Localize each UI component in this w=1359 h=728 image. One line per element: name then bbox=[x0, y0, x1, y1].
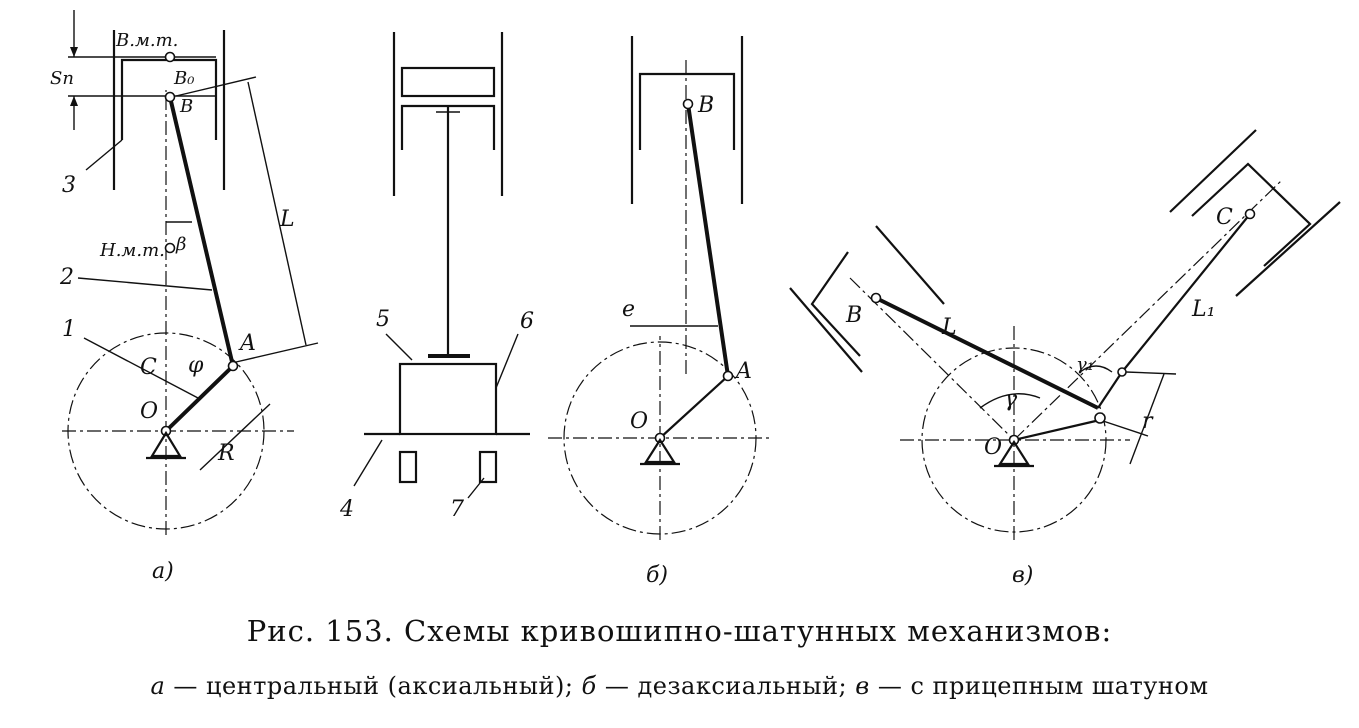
support-a bbox=[150, 430, 182, 458]
subfig-label-b: б) bbox=[646, 563, 668, 588]
support-c bbox=[997, 439, 1031, 466]
figure-caption-legend: а — центральный (аксиальный); б — дезакс… bbox=[0, 672, 1359, 700]
r-ext-2 bbox=[1099, 419, 1149, 437]
gamma-arc bbox=[979, 393, 1041, 409]
sp-arrowhead-top bbox=[70, 47, 78, 57]
label-r-small: r bbox=[1142, 409, 1154, 434]
label-4: 4 bbox=[339, 497, 354, 522]
pin-crank-c bbox=[1094, 412, 1106, 424]
diagram-a: В.м.т. Sп B₀ B 3 β Н.м.т. 2 L 1 A C φ O … bbox=[50, 10, 319, 584]
leader-7 bbox=[467, 477, 485, 499]
leader-4 bbox=[353, 439, 383, 487]
pin-a-a bbox=[227, 360, 239, 372]
figure-caption-title: Рис. 153. Схемы кривошипно-шатунных меха… bbox=[246, 614, 1113, 648]
piston-right-c bbox=[1191, 162, 1312, 267]
slider-4 bbox=[398, 450, 418, 484]
l-dim-line-a bbox=[247, 81, 307, 346]
l-ext-bottom-a bbox=[235, 342, 319, 363]
gamma1-arc bbox=[1079, 365, 1113, 373]
cylinder-left-wall-2 bbox=[875, 225, 945, 305]
label-beta: β bbox=[175, 234, 186, 255]
diagram-c: B L C L₁ γ₁ γ r O в) bbox=[789, 129, 1341, 588]
label-gamma: γ bbox=[1004, 387, 1018, 412]
legend-letter-a: а bbox=[150, 672, 166, 700]
connecting-rod-b bbox=[686, 103, 730, 377]
pin-a-b bbox=[722, 370, 734, 382]
sp-arrowhead-bottom bbox=[70, 96, 78, 106]
label-7: 7 bbox=[450, 497, 464, 522]
label-o-c: O bbox=[984, 435, 1002, 460]
pin-bdc bbox=[164, 242, 176, 254]
label-l-a: L bbox=[279, 207, 295, 232]
label-6: 6 bbox=[520, 309, 534, 334]
l-ext-top-a bbox=[175, 76, 257, 97]
crank-a bbox=[164, 364, 235, 433]
support-b bbox=[643, 437, 677, 464]
label-b0: B₀ bbox=[173, 68, 194, 89]
connecting-rod-a bbox=[168, 96, 235, 367]
cylinder-left-wall-1 bbox=[789, 287, 863, 373]
crosshead-x bbox=[398, 362, 498, 436]
pin-b-c bbox=[870, 292, 882, 304]
label-l-c: L bbox=[941, 315, 957, 340]
label-l1: L₁ bbox=[1191, 297, 1215, 322]
label-a-a: A bbox=[238, 331, 256, 356]
cylinder-right-wall-1 bbox=[1169, 129, 1257, 213]
rod-ear-c bbox=[1097, 371, 1123, 409]
label-1: 1 bbox=[62, 317, 76, 342]
crank-c bbox=[1013, 418, 1101, 442]
pin-b0 bbox=[164, 51, 176, 63]
legend-text-a: — центральный (аксиальный); bbox=[165, 672, 582, 700]
diagram-b: B e A O б) bbox=[548, 36, 770, 588]
pin-b-b bbox=[682, 98, 694, 110]
slider-7 bbox=[478, 450, 498, 484]
legend-text-b: — дезаксиальный; bbox=[596, 672, 856, 700]
label-a-b: A bbox=[734, 359, 752, 384]
label-phi: φ bbox=[188, 353, 204, 378]
label-2: 2 bbox=[59, 265, 74, 290]
r-dim-line-a bbox=[199, 403, 271, 471]
label-5: 5 bbox=[376, 307, 390, 332]
link-rod-c bbox=[1121, 213, 1251, 373]
main-rod-c bbox=[875, 296, 1099, 410]
piston-top-x bbox=[400, 66, 496, 98]
label-e: e bbox=[622, 297, 635, 322]
label-o-b: O bbox=[630, 409, 648, 434]
label-sp: Sп bbox=[50, 68, 74, 89]
r-dim-line-c bbox=[1129, 373, 1165, 465]
label-c-a: C bbox=[140, 355, 157, 380]
leader-2 bbox=[77, 277, 213, 291]
subfig-label-a: а) bbox=[152, 559, 174, 584]
legend-text-c: — с прицепным шатуном bbox=[869, 672, 1209, 700]
pin-c-c bbox=[1244, 208, 1256, 220]
label-o-a: O bbox=[140, 399, 158, 424]
axis-left-c bbox=[849, 277, 1015, 441]
piston-left-c bbox=[810, 251, 861, 357]
diagram-crosshead: 5 6 4 7 bbox=[339, 32, 534, 522]
label-tdc: В.м.т. bbox=[115, 30, 178, 51]
label-b-b: B bbox=[697, 93, 714, 118]
legend-letter-c: в bbox=[855, 672, 870, 700]
label-3: 3 bbox=[62, 173, 76, 198]
label-gamma1: γ₁ bbox=[1076, 354, 1094, 375]
r-ext-1 bbox=[1125, 371, 1177, 375]
leader-5 bbox=[385, 333, 413, 361]
leader-3 bbox=[85, 139, 123, 171]
pin-ear-c bbox=[1117, 367, 1127, 377]
legend-letter-b: б bbox=[581, 672, 597, 700]
piston-b bbox=[638, 72, 736, 150]
label-b-a: B bbox=[179, 96, 193, 117]
label-c-c: C bbox=[1216, 205, 1233, 230]
subfig-label-c: в) bbox=[1012, 563, 1033, 588]
axis-right-c bbox=[1013, 179, 1283, 441]
leader-1 bbox=[83, 337, 199, 399]
crank-b bbox=[659, 375, 729, 439]
leader-6 bbox=[495, 333, 519, 389]
label-bdc: Н.м.т. bbox=[99, 240, 165, 261]
pin-b-a bbox=[164, 91, 176, 103]
label-b-c: B bbox=[845, 303, 862, 328]
label-r-cap: R bbox=[217, 441, 235, 466]
cylinder-right-wall-2 bbox=[1235, 201, 1341, 297]
